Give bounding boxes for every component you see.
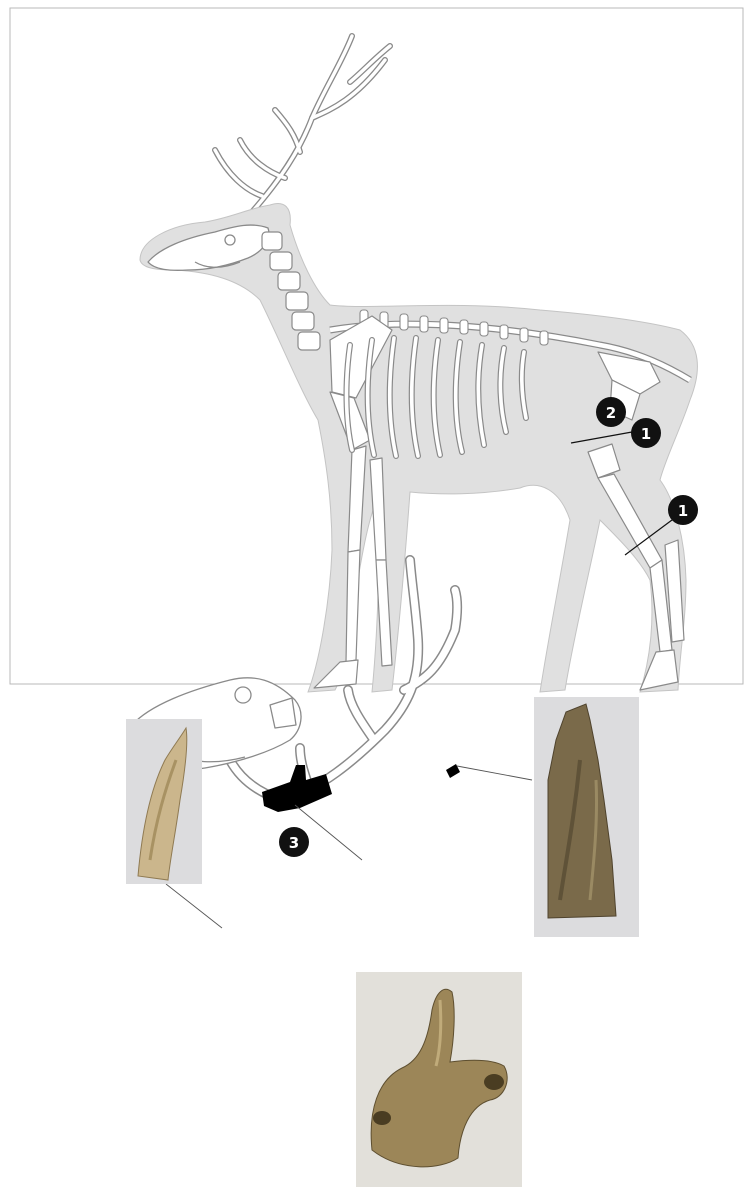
connector-right-photo	[457, 766, 532, 780]
marker-2-label: 2	[606, 404, 616, 422]
photo-brow-tine	[126, 719, 202, 884]
photo-burr-base	[356, 972, 522, 1187]
marker-3-label: 3	[289, 834, 299, 852]
connector-left-photo	[166, 884, 222, 928]
marker-2-group: 2	[596, 397, 626, 427]
photo-tine-tip	[534, 697, 639, 937]
marker-1-tibia-label: 1	[678, 502, 688, 520]
marker-3-group: 3	[279, 827, 309, 857]
highlight-burr-base	[262, 765, 332, 812]
marker-1-pelvis-label: 1	[641, 425, 651, 443]
